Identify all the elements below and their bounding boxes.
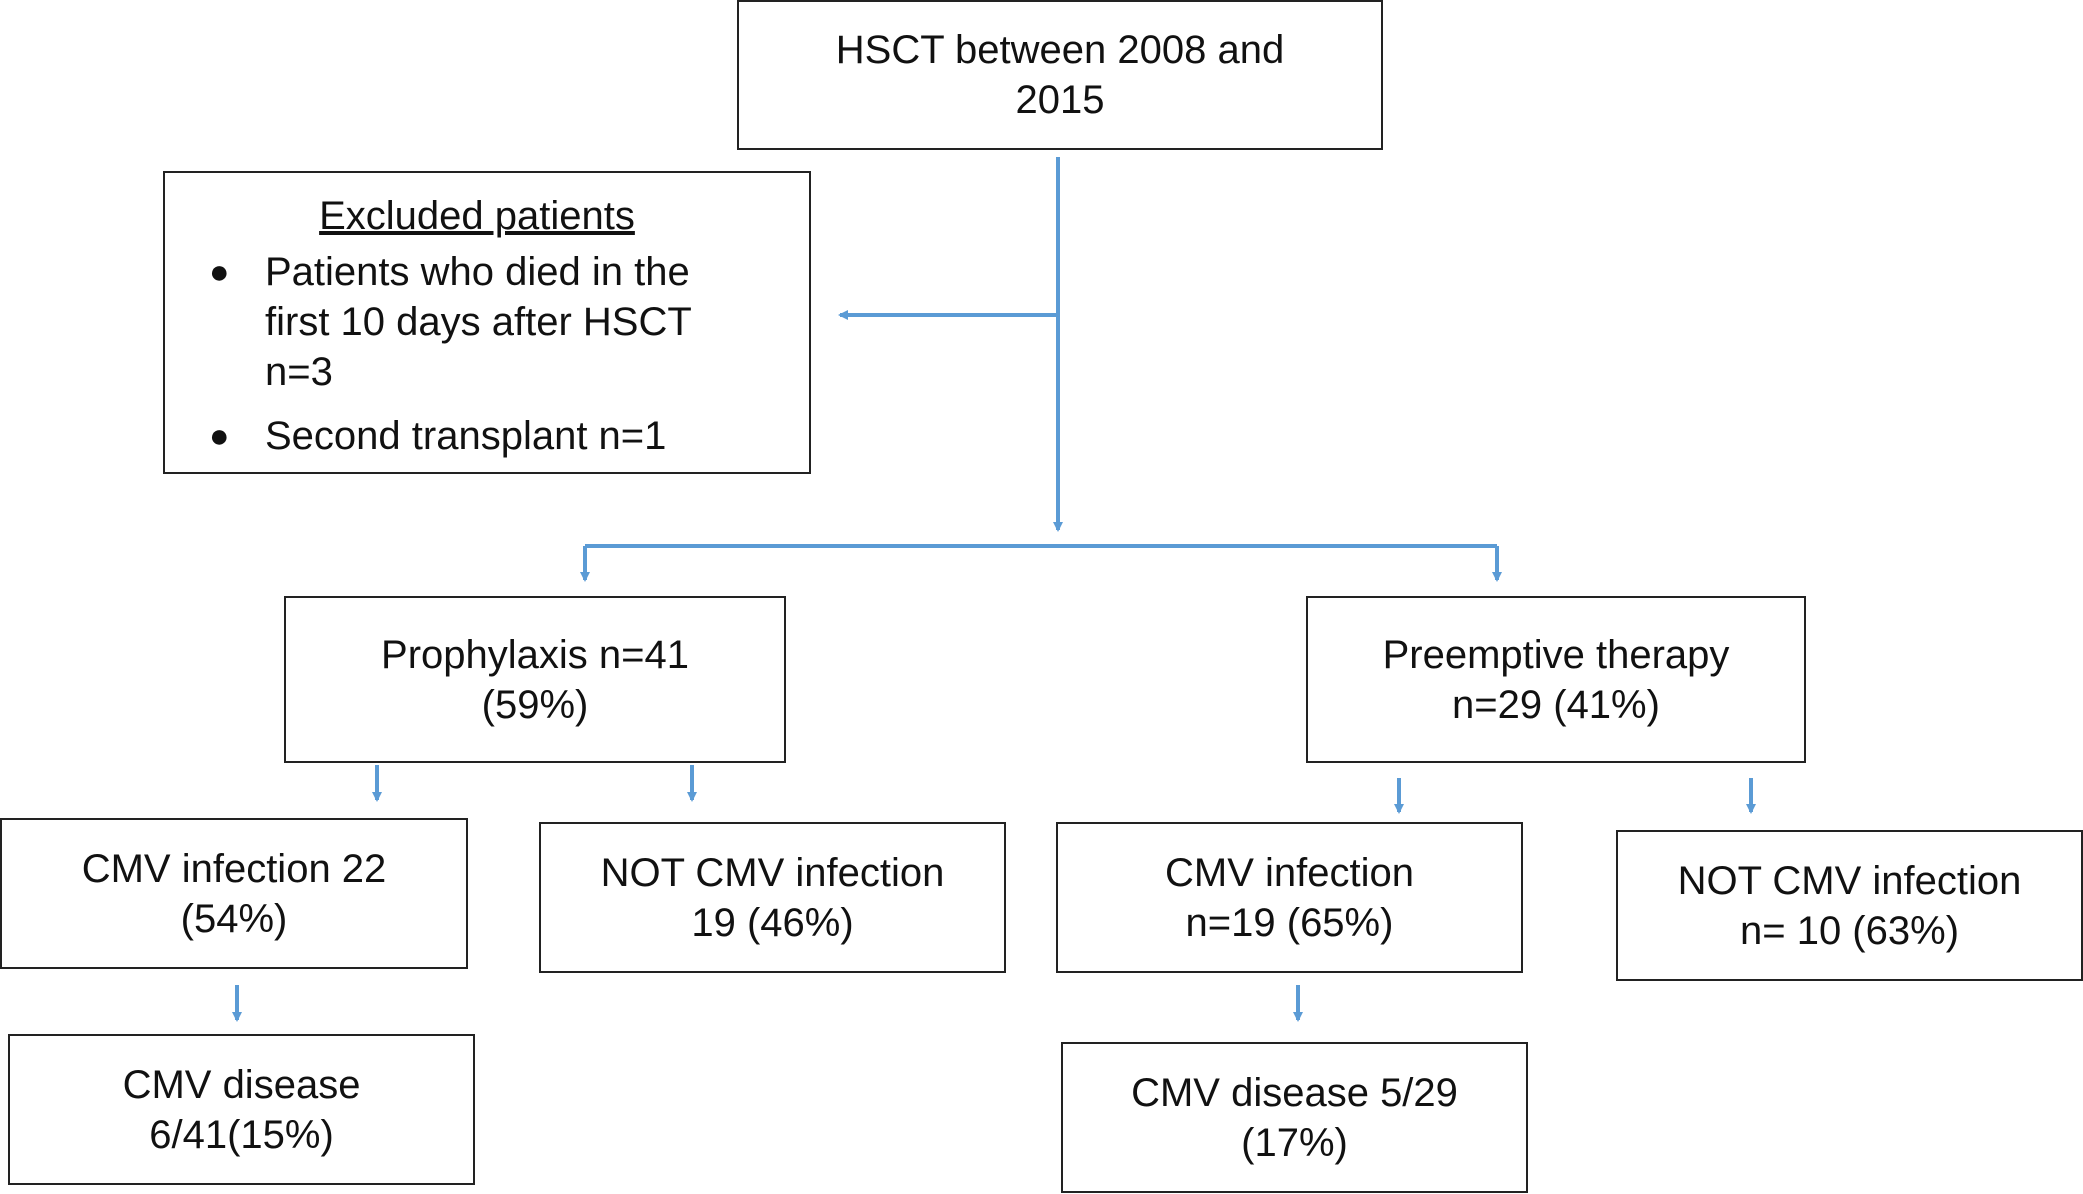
pre-cmv-infection-box: CMV infection n=19 (65%) — [1056, 822, 1523, 973]
pre-cmv-disease-line2: (17%) — [1241, 1120, 1348, 1165]
proph-cmv-disease-line1: CMV disease — [122, 1062, 361, 1107]
excluded-list: ● Patients who died in the first 10 days… — [165, 247, 692, 461]
prophylaxis-line1: Prophylaxis n=41 — [381, 632, 689, 677]
proph-cmv-disease-line2: 6/41(15%) — [149, 1112, 334, 1157]
excluded-item-line: n=3 — [265, 350, 333, 394]
pre-cmv-disease-line1: CMV disease 5/29 — [1131, 1070, 1458, 1115]
proph-cmv-infection-box: CMV infection 22 (54%) — [0, 818, 468, 969]
proph-cmv-disease-box: CMV disease 6/41(15%) — [8, 1034, 475, 1185]
excluded-item-deaths: ● Patients who died in the first 10 days… — [165, 247, 692, 397]
excluded-item-line: Second transplant n=1 — [265, 414, 667, 458]
pre-cmv-infection-line2: n=19 (65%) — [1185, 900, 1394, 945]
excluded-item-line: Patients who died in the — [265, 250, 690, 294]
bullet-icon: ● — [209, 253, 230, 291]
pre-cmv-infection-line1: CMV infection — [1165, 850, 1414, 895]
prophylaxis-box: Prophylaxis n=41 (59%) — [284, 596, 786, 763]
proph-cmv-infection-line2: (54%) — [180, 896, 288, 941]
pre-not-cmv-box: NOT CMV infection n= 10 (63%) — [1616, 830, 2083, 981]
pre-cmv-disease-box: CMV disease 5/29 (17%) — [1061, 1042, 1528, 1193]
hsct-box: HSCT between 2008 and 2015 — [737, 0, 1383, 150]
excluded-patients-box: Excluded patients ● Patients who died in… — [163, 171, 811, 474]
excluded-item-second-transplant: ● Second transplant n=1 — [165, 411, 692, 461]
proph-not-cmv-line1: NOT CMV infection — [600, 850, 945, 895]
proph-cmv-infection-line1: CMV infection 22 — [81, 846, 387, 891]
hsct-box-line2: 2015 — [1015, 78, 1105, 122]
prophylaxis-line2: (59%) — [481, 682, 589, 727]
pre-not-cmv-line2: n= 10 (63%) — [1739, 908, 1960, 953]
preemptive-line2: n=29 (41%) — [1452, 682, 1660, 727]
excluded-item-line: first 10 days after HSCT — [265, 300, 692, 344]
pre-not-cmv-line1: NOT CMV infection — [1677, 858, 2022, 903]
excluded-title: Excluded patients — [319, 194, 635, 238]
proph-not-cmv-box: NOT CMV infection 19 (46%) — [539, 822, 1006, 973]
hsct-box-line1: HSCT between 2008 and — [835, 28, 1285, 72]
bullet-icon: ● — [209, 417, 230, 455]
preemptive-therapy-box: Preemptive therapy n=29 (41%) — [1306, 596, 1806, 763]
preemptive-line1: Preemptive therapy — [1382, 632, 1730, 677]
proph-not-cmv-line2: 19 (46%) — [691, 900, 854, 945]
